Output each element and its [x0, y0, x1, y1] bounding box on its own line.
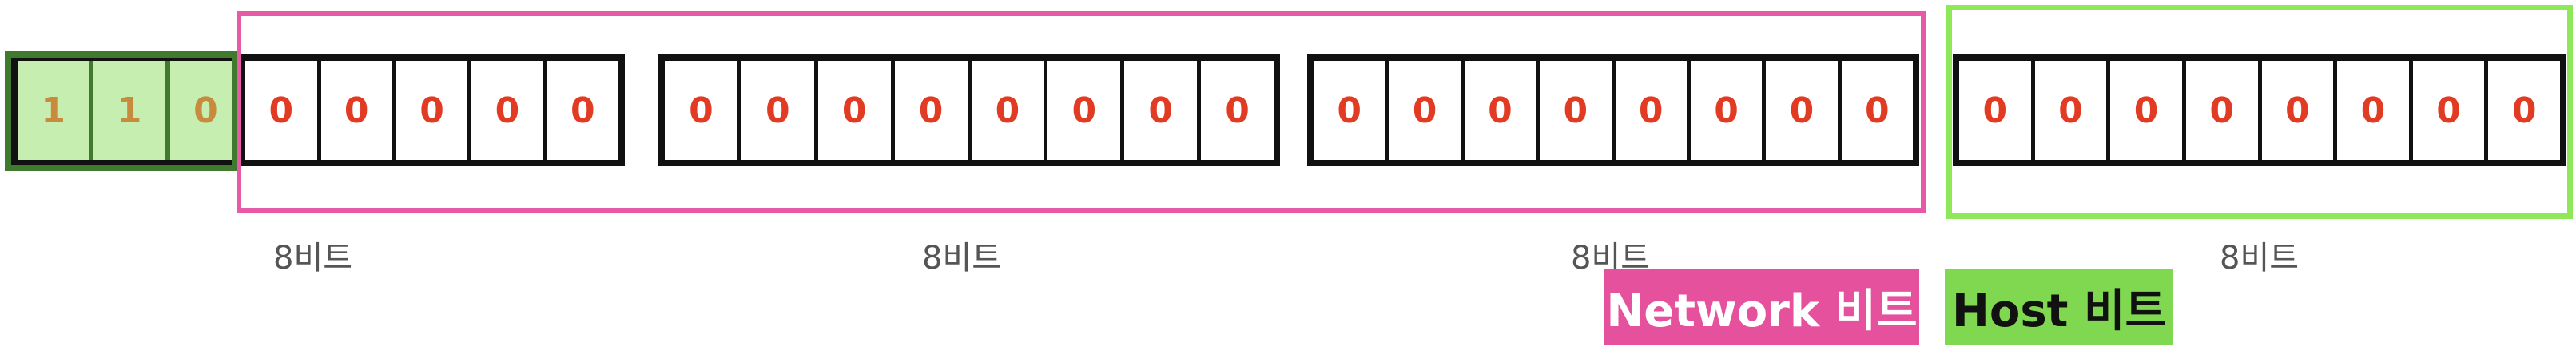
octet-label: 8비트 [922, 240, 1002, 277]
bit-cell: 0 [392, 61, 467, 160]
bit-cell: 0 [2484, 61, 2560, 160]
bit-cell: 0 [1460, 61, 1536, 160]
bit-cell: 0 [1762, 61, 1837, 160]
bit-cell: 0 [2333, 61, 2409, 160]
bit-cell: 0 [1536, 61, 1611, 160]
bit-cell: 0 [1982, 90, 2008, 131]
bit-cell: 0 [2257, 61, 2334, 160]
bit-cell: 1 [18, 61, 89, 160]
octet-label: 8비트 [273, 240, 353, 277]
octet-label: 8비트 [2220, 240, 2300, 277]
bit-cell: 0 [1686, 61, 1762, 160]
host-bits-legend: Host 비트 [1945, 269, 2173, 345]
bit-cell: 0 [165, 61, 242, 160]
bit-cell: 0 [2181, 61, 2258, 160]
bit-cell: 0 [1837, 61, 1913, 160]
bit-cell: 0 [543, 61, 618, 160]
bit-cell: 0 [890, 61, 968, 160]
bit-cell: 0 [813, 61, 891, 160]
bit-cell: 0 [1044, 61, 1120, 160]
bit-cell: 0 [1385, 61, 1460, 160]
bit-cell: 0 [2408, 61, 2485, 160]
bit-cell: 0 [737, 61, 814, 160]
bit-cell: 0 [1337, 90, 1362, 131]
network-bits-legend: Network 비트 [1604, 269, 1919, 345]
bit-cell: 0 [316, 61, 392, 160]
bit-cell: 0 [689, 90, 714, 131]
bit-cell: 0 [2106, 61, 2182, 160]
bit-cell: 0 [467, 61, 543, 160]
bit-cell: 0 [967, 61, 1044, 160]
bit-cell: 0 [1120, 61, 1197, 160]
bit-cell: 0 [2030, 61, 2107, 160]
bit-cell: 0 [1197, 61, 1274, 160]
bit-cell: 0 [241, 61, 316, 160]
bit-cell: 0 [1611, 61, 1687, 160]
bit-cell: 1 [89, 61, 165, 160]
